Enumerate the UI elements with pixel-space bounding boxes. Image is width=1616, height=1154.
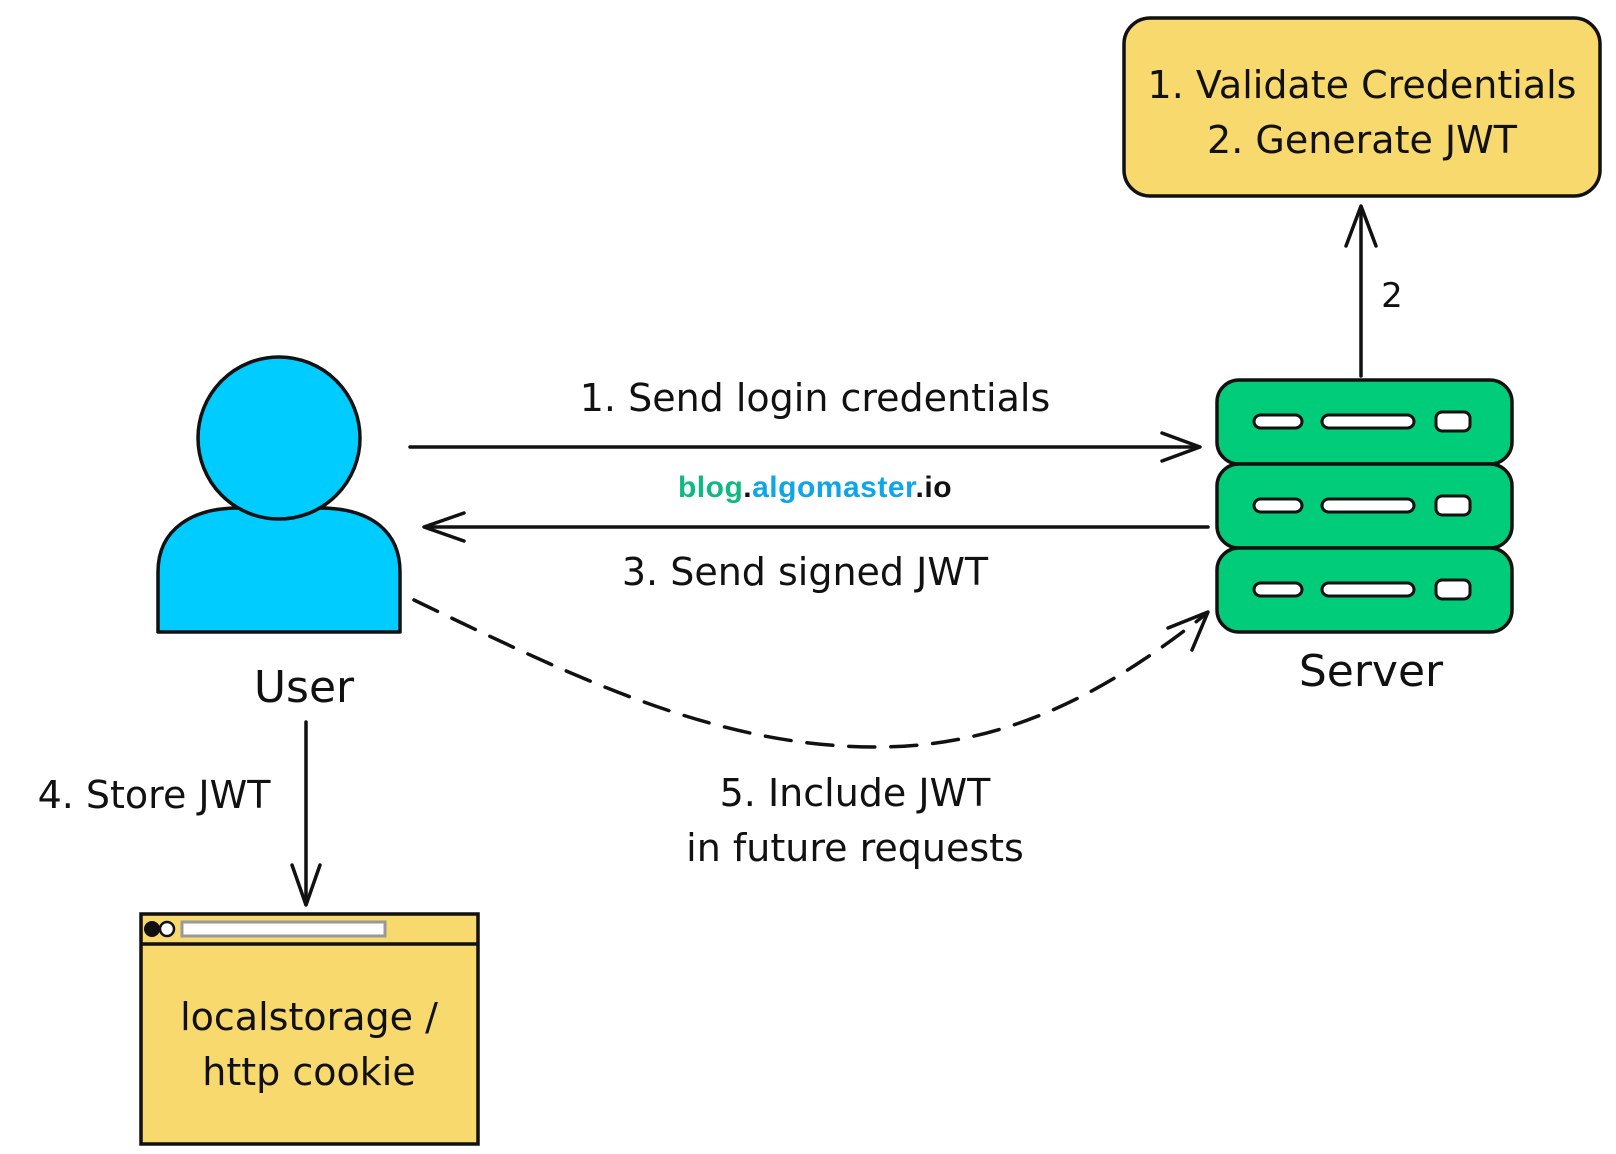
arrow-send-credentials: 1. Send login credentials bbox=[408, 376, 1202, 463]
server-note-line2: 2. Generate JWT bbox=[1207, 118, 1518, 162]
label-include-jwt-line1: 5. Include JWT bbox=[720, 771, 992, 815]
window-dot-empty bbox=[158, 920, 176, 938]
label-include-jwt-line2: in future requests bbox=[686, 826, 1024, 870]
watermark-dot2: . bbox=[916, 471, 925, 504]
server-note-line1: 1. Validate Credentials bbox=[1148, 63, 1577, 107]
window-address-bar bbox=[180, 920, 387, 938]
arrow-include-jwt: 5. Include JWT in future requests bbox=[412, 598, 1210, 870]
server-note-box bbox=[1122, 16, 1602, 198]
user-head bbox=[196, 355, 362, 521]
storage-line2: http cookie bbox=[202, 1050, 415, 1094]
window-dot-filled bbox=[144, 921, 160, 937]
user-label: User bbox=[254, 662, 355, 713]
server-label: Server bbox=[1299, 646, 1444, 697]
arrow-server-to-note: 2 bbox=[1344, 204, 1403, 378]
label-send-credentials: 1. Send login credentials bbox=[580, 376, 1051, 420]
user-body bbox=[156, 506, 402, 634]
label-store-jwt: 4. Store JWT bbox=[38, 773, 272, 817]
server-unit-2 bbox=[1215, 462, 1514, 550]
watermark-dot1: . bbox=[743, 471, 752, 504]
browser-window-icon: localstorage / http cookie bbox=[139, 912, 480, 1146]
storage-line1: localstorage / bbox=[180, 995, 438, 1039]
label-send-jwt: 3. Send signed JWT bbox=[622, 550, 989, 594]
watermark-blog: blog bbox=[678, 471, 743, 504]
arrow-store-jwt: 4. Store JWT bbox=[38, 720, 322, 907]
arrow-label-2: 2 bbox=[1381, 276, 1403, 316]
server-unit-3 bbox=[1215, 546, 1514, 634]
server-unit-1 bbox=[1215, 378, 1514, 466]
arrow-send-jwt: 3. Send signed JWT bbox=[422, 511, 1210, 594]
storage-window bbox=[139, 912, 480, 1146]
watermark: blog.algomaster.io bbox=[678, 471, 952, 504]
watermark-algomaster: algomaster bbox=[752, 471, 917, 504]
person-icon bbox=[156, 355, 402, 634]
server-rack-icon bbox=[1215, 378, 1514, 634]
server-note: 1. Validate Credentials 2. Generate JWT bbox=[1122, 16, 1602, 198]
watermark-io: io bbox=[924, 471, 952, 504]
